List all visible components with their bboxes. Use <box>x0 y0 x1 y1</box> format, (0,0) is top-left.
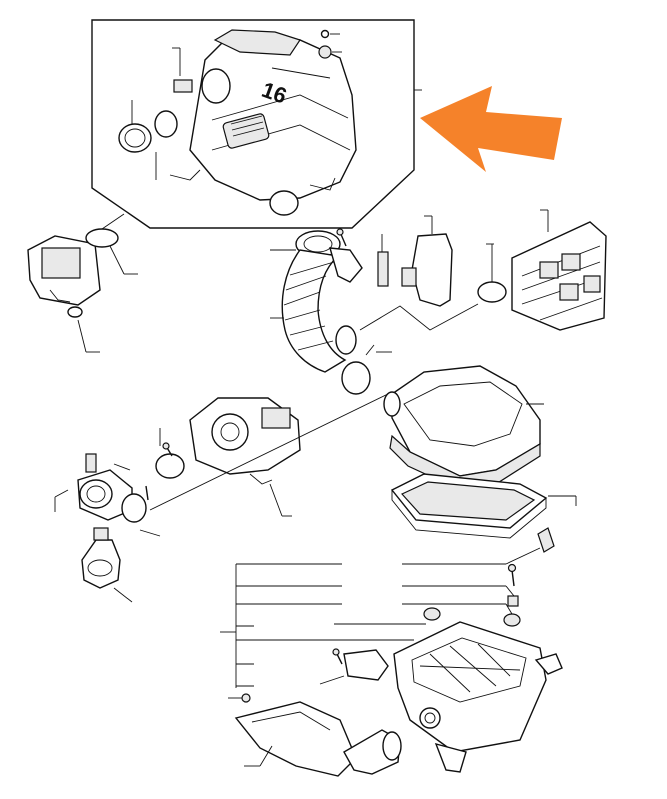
air-filter-housing-lid[interactable] <box>383 365 544 491</box>
air-intake-hose[interactable] <box>270 230 363 373</box>
cover-nut[interactable] <box>318 45 332 59</box>
coupling-clamp[interactable] <box>121 485 161 537</box>
hose-clamp-lower[interactable] <box>341 344 392 395</box>
rubber-mount-1[interactable] <box>423 607 441 621</box>
sensor-hose-clamp[interactable] <box>85 213 138 275</box>
cover-gasket-strip[interactable] <box>173 79 193 93</box>
engine-cover-group: 16 <box>91 19 422 229</box>
throttle-coupling[interactable] <box>54 453 133 521</box>
intake-duct[interactable] <box>234 701 402 777</box>
temperature-sensor[interactable] <box>377 234 389 287</box>
duct-screw[interactable] <box>228 693 251 703</box>
cover-washer[interactable] <box>320 29 330 39</box>
engine-cover[interactable]: 16 <box>169 29 357 216</box>
orange-arrow-icon <box>420 86 562 172</box>
cover-hose-clamp[interactable] <box>154 110 178 138</box>
turbo-unit[interactable] <box>189 397 301 517</box>
hose-bolt[interactable] <box>336 228 347 247</box>
charge-air-clamp[interactable] <box>477 243 507 303</box>
resonator[interactable] <box>401 215 453 307</box>
lid-clip[interactable] <box>537 527 555 553</box>
air-filter-element[interactable] <box>390 473 577 539</box>
rubber-mount-2[interactable] <box>503 613 521 627</box>
housing-bolt[interactable] <box>507 563 517 587</box>
housing-grommet[interactable] <box>507 595 519 607</box>
air-filter-housing-base[interactable] <box>393 621 563 773</box>
charge-air-box[interactable] <box>511 209 607 331</box>
mass-airflow-sensor[interactable] <box>27 235 101 353</box>
cover-sleeve[interactable] <box>118 123 152 153</box>
bracket-lines <box>220 547 541 688</box>
diverter-valve[interactable] <box>81 527 133 603</box>
bracket-clip[interactable] <box>319 648 389 685</box>
turbo-clamp[interactable] <box>155 428 185 479</box>
